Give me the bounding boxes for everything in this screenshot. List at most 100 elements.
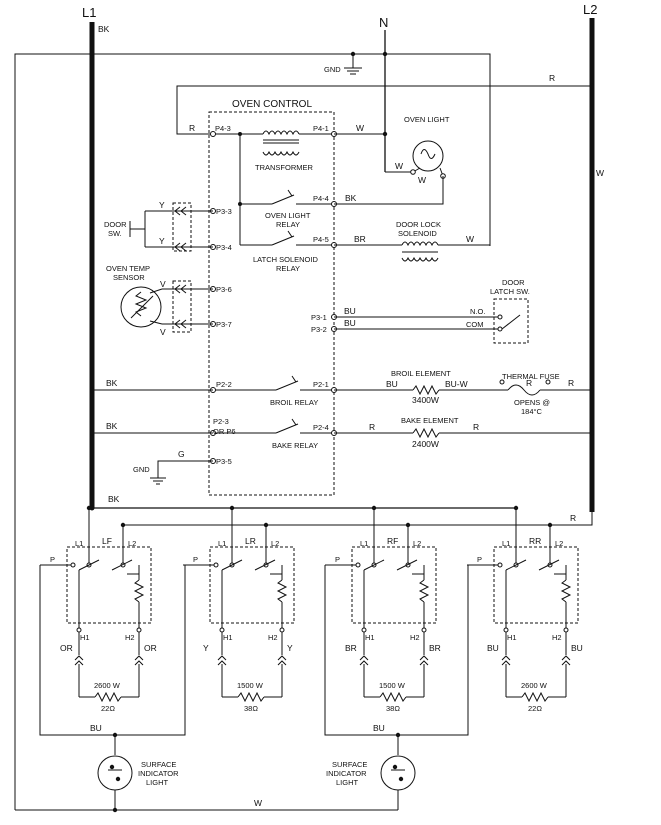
svg-text:BR: BR bbox=[354, 234, 366, 244]
svg-text:OVEN LIGHT: OVEN LIGHT bbox=[265, 211, 311, 220]
switch-housing bbox=[351, 546, 437, 624]
oven-light-relay: OVEN LIGHT RELAY bbox=[240, 189, 334, 229]
terminal-l1: L1 bbox=[218, 539, 226, 548]
svg-text:P2-4: P2-4 bbox=[313, 423, 329, 432]
control-ground: G GND bbox=[133, 449, 213, 485]
svg-text:184°C: 184°C bbox=[521, 407, 543, 416]
indicator-light-left: SURFACE INDICATOR LIGHT bbox=[97, 755, 179, 791]
door-latch-switch: BU BU N.O. COM DOOR LATCH SW. bbox=[334, 278, 530, 344]
door-lock-solenoid: BR W DOOR LOCK SOLENOID bbox=[334, 220, 490, 262]
terminal-h1: H1 bbox=[507, 633, 517, 642]
terminal-p: P bbox=[335, 555, 340, 564]
svg-text:BU: BU bbox=[373, 723, 385, 733]
svg-text:W: W bbox=[395, 161, 403, 171]
svg-text:P2-2: P2-2 bbox=[216, 380, 232, 389]
svg-text:P3-3: P3-3 bbox=[216, 207, 232, 216]
svg-text:BU: BU bbox=[386, 379, 398, 389]
element-watts: 2600 W bbox=[94, 681, 121, 690]
svg-text:P4-1: P4-1 bbox=[313, 124, 329, 133]
burner-name: RR bbox=[529, 536, 541, 546]
surface-feeds: BK R bbox=[89, 494, 593, 526]
svg-text:RELAY: RELAY bbox=[276, 264, 300, 273]
burner-name: LR bbox=[245, 536, 256, 546]
svg-text:P3-7: P3-7 bbox=[216, 320, 232, 329]
svg-text:LATCH SOLENOID: LATCH SOLENOID bbox=[253, 255, 318, 264]
svg-text:P3-4: P3-4 bbox=[216, 243, 232, 252]
svg-text:OPENS @: OPENS @ bbox=[514, 398, 550, 407]
element-ohms: 38Ω bbox=[386, 704, 400, 713]
switch-housing bbox=[493, 546, 579, 624]
svg-text:P3-2: P3-2 bbox=[311, 325, 327, 334]
element-watts: 1500 W bbox=[379, 681, 406, 690]
switch-housing bbox=[209, 546, 295, 624]
wire-color-right: BU bbox=[571, 643, 583, 653]
svg-text:W: W bbox=[254, 798, 262, 808]
l2-label: L2 bbox=[583, 2, 597, 17]
bake-relay: BAKE RELAY bbox=[213, 418, 334, 450]
terminal-p: P bbox=[193, 555, 198, 564]
terminal-p: P bbox=[477, 555, 482, 564]
terminal-h2: H2 bbox=[552, 633, 562, 642]
door-switch: Y Y DOOR SW. bbox=[104, 200, 213, 252]
oven-light: W W W BK OVEN LIGHT bbox=[334, 115, 450, 205]
element-ohms: 22Ω bbox=[101, 704, 115, 713]
svg-text:P3-6: P3-6 bbox=[216, 285, 232, 294]
neutral-wiring: GND W bbox=[14, 51, 604, 810]
svg-text:OVEN TEMP: OVEN TEMP bbox=[106, 264, 150, 273]
svg-text:COM: COM bbox=[466, 320, 484, 329]
svg-text:OR P6: OR P6 bbox=[213, 427, 236, 436]
svg-text:RELAY: RELAY bbox=[276, 220, 300, 229]
svg-text:GND: GND bbox=[133, 465, 150, 474]
svg-text:SENSOR: SENSOR bbox=[113, 273, 145, 282]
svg-text:R: R bbox=[570, 513, 576, 523]
svg-text:Y: Y bbox=[159, 200, 165, 210]
burner-name: RF bbox=[387, 536, 398, 546]
element-watts: 1500 W bbox=[237, 681, 264, 690]
svg-text:BU: BU bbox=[90, 723, 102, 733]
w-right-label: W bbox=[596, 168, 604, 178]
svg-text:P2-1: P2-1 bbox=[313, 380, 329, 389]
wire-color-left: BU bbox=[487, 643, 499, 653]
svg-text:INDICATOR: INDICATOR bbox=[138, 769, 179, 778]
neutral-label: N bbox=[379, 15, 388, 30]
burner-name: LF bbox=[102, 536, 112, 546]
svg-text:BU-W: BU-W bbox=[445, 379, 468, 389]
svg-text:P2-3: P2-3 bbox=[213, 417, 229, 426]
svg-text:BAKE ELEMENT: BAKE ELEMENT bbox=[401, 416, 459, 425]
indicator-circuit: BU BU W bbox=[15, 565, 469, 813]
svg-text:BAKE RELAY: BAKE RELAY bbox=[272, 441, 318, 450]
terminal-h2: H2 bbox=[410, 633, 420, 642]
oven-control-box bbox=[208, 111, 335, 496]
svg-text:R: R bbox=[369, 422, 375, 432]
svg-text:P3-1: P3-1 bbox=[311, 313, 327, 322]
terminal-h2: H2 bbox=[125, 633, 135, 642]
svg-text:G: G bbox=[178, 449, 185, 459]
svg-text:P4-5: P4-5 bbox=[313, 235, 329, 244]
svg-text:R: R bbox=[568, 378, 574, 388]
switch-housing bbox=[66, 546, 152, 624]
element-ohms: 22Ω bbox=[528, 704, 542, 713]
l1-wire-color: BK bbox=[98, 24, 110, 34]
svg-text:2400W: 2400W bbox=[412, 439, 439, 449]
transformer-label: TRANSFORMER bbox=[255, 163, 314, 172]
svg-text:P4-3: P4-3 bbox=[215, 124, 231, 133]
svg-text:BROIL RELAY: BROIL RELAY bbox=[270, 398, 318, 407]
svg-text:V: V bbox=[160, 279, 166, 289]
l1-label: L1 bbox=[82, 5, 96, 20]
terminal-p: P bbox=[50, 555, 55, 564]
svg-text:N.O.: N.O. bbox=[470, 307, 485, 316]
terminal-l1: L1 bbox=[75, 539, 83, 548]
terminal-l2: L2 bbox=[413, 539, 421, 548]
svg-text:DOOR: DOOR bbox=[502, 278, 525, 287]
svg-text:SURFACE: SURFACE bbox=[141, 760, 176, 769]
svg-text:INDICATOR: INDICATOR bbox=[326, 769, 367, 778]
svg-text:W: W bbox=[356, 123, 364, 133]
svg-text:R: R bbox=[526, 378, 532, 388]
terminal-l2: L2 bbox=[271, 539, 279, 548]
svg-text:BK: BK bbox=[345, 193, 357, 203]
r-loop: R R bbox=[176, 73, 595, 135]
